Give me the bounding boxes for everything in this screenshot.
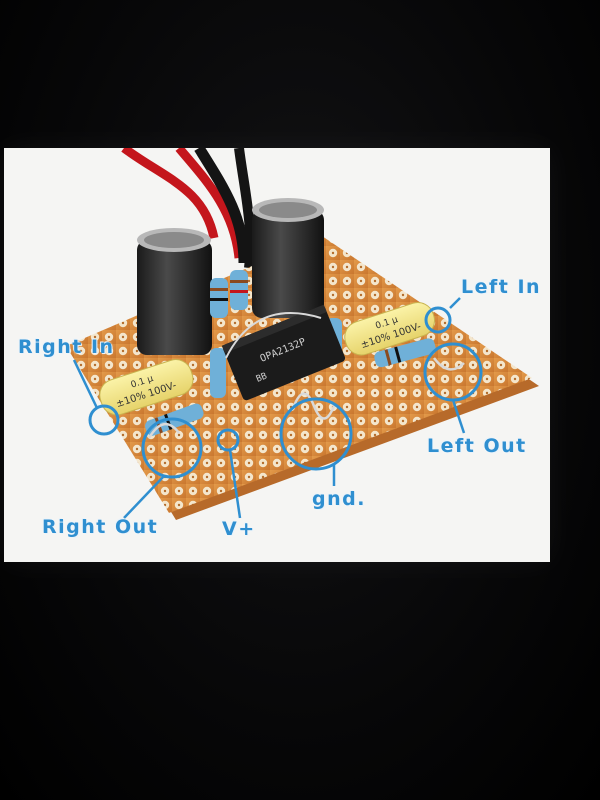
right-in-marker (88, 404, 120, 436)
jumper-wire (225, 312, 322, 359)
photo-illustration: OPA2132P BB 0.1 μ ±10% 100V- 0.1 μ ±10% … (4, 148, 550, 562)
black-wire (194, 148, 250, 264)
red-wire (121, 148, 219, 240)
circuit-board-photo: OPA2132P BB 0.1 μ ±10% 100V- 0.1 μ ±10% … (4, 148, 550, 562)
red-wire-2 (175, 148, 244, 259)
jumper-wire (292, 392, 336, 420)
black-wire-2 (234, 148, 256, 269)
label-left-in: Left In (461, 276, 542, 298)
left-in-marker (424, 306, 452, 334)
label-v-plus: V+ (222, 518, 256, 540)
label-right-in: Right In (18, 336, 115, 358)
op-amp-chip: OPA2132P BB (221, 304, 346, 401)
electrolytic-capacitor-right (252, 198, 324, 318)
right-out-marker (141, 417, 203, 479)
chip-label-2: BB (255, 371, 269, 384)
annotation-circles (88, 306, 483, 479)
jumper-wire (433, 357, 465, 371)
jumper-wire (147, 423, 180, 439)
v-plus-marker (216, 428, 240, 452)
gnd-marker (279, 397, 353, 471)
annotation-leaders (72, 297, 466, 519)
label-right-out: Right Out (42, 516, 159, 538)
label-gnd: gnd. (312, 488, 366, 510)
resistor (374, 338, 436, 368)
resistor (230, 270, 248, 310)
film-capacitor-left: 0.1 μ ±10% 100V- (99, 359, 194, 416)
electrolytic-capacitor-left (137, 228, 212, 355)
label-left-out: Left Out (427, 435, 527, 457)
resistor (210, 278, 228, 318)
